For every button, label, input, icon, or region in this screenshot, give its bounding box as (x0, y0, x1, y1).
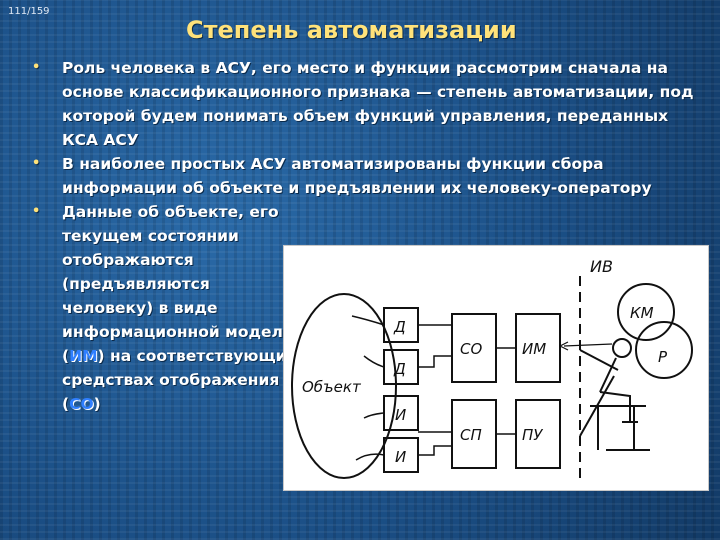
object-ellipse (291, 293, 397, 479)
r-circle (635, 321, 693, 379)
sensor-label-1: Д (393, 318, 406, 336)
r-label: Р (658, 348, 668, 366)
sp-label: СП (460, 426, 482, 444)
co-highlight: СО (69, 395, 94, 413)
bullet-text: В наиболее простых АСУ автоматизированы … (62, 155, 652, 197)
operator-figure-icon (579, 338, 650, 451)
bullet-item: • Данные об объекте, его текущем состояни… (28, 200, 302, 416)
object-links (351, 315, 385, 461)
diagram-svg: Объект Д Д И И СО СП ИМ ПУ (291, 257, 693, 479)
bullet-item: • В наиболее простых АСУ автоматизированы… (28, 152, 698, 200)
bullet-icon: • (32, 204, 41, 219)
actuator-label-1: И (395, 406, 406, 424)
iv-label: ИВ (590, 257, 613, 276)
im-label: ИМ (522, 340, 546, 358)
bullet-item: • Роль человека в АСУ, его место и функци… (28, 56, 698, 152)
bullet-text: ) (93, 395, 101, 413)
km-label: КМ (630, 304, 654, 322)
km-circle (617, 283, 675, 341)
bullet-list: • Роль человека в АСУ, его место и функци… (28, 56, 698, 416)
sensor-label-2: Д (393, 360, 406, 378)
slide-title: Степень автоматизации (186, 16, 517, 44)
bullet-text: Роль человека в АСУ, его место и функции… (62, 59, 694, 149)
slide-number: 111/159 (8, 6, 50, 17)
bullet-text: ) на соответствующих средствах отображен… (62, 347, 297, 413)
bullet-text: Данные об объекте, его текущем состоянии… (62, 203, 294, 365)
object-label: Объект (302, 378, 362, 396)
bullet-icon: • (32, 60, 41, 75)
actuator-label-2: И (395, 448, 406, 466)
bullet-icon: • (32, 156, 41, 171)
box-links (418, 324, 516, 456)
co-label: СО (460, 340, 482, 358)
operator-view-lines (559, 341, 613, 351)
asu-diagram: Объект Д Д И И СО СП ИМ ПУ (283, 245, 709, 491)
im-highlight: ИМ (69, 347, 98, 365)
pu-label: ПУ (522, 426, 543, 444)
